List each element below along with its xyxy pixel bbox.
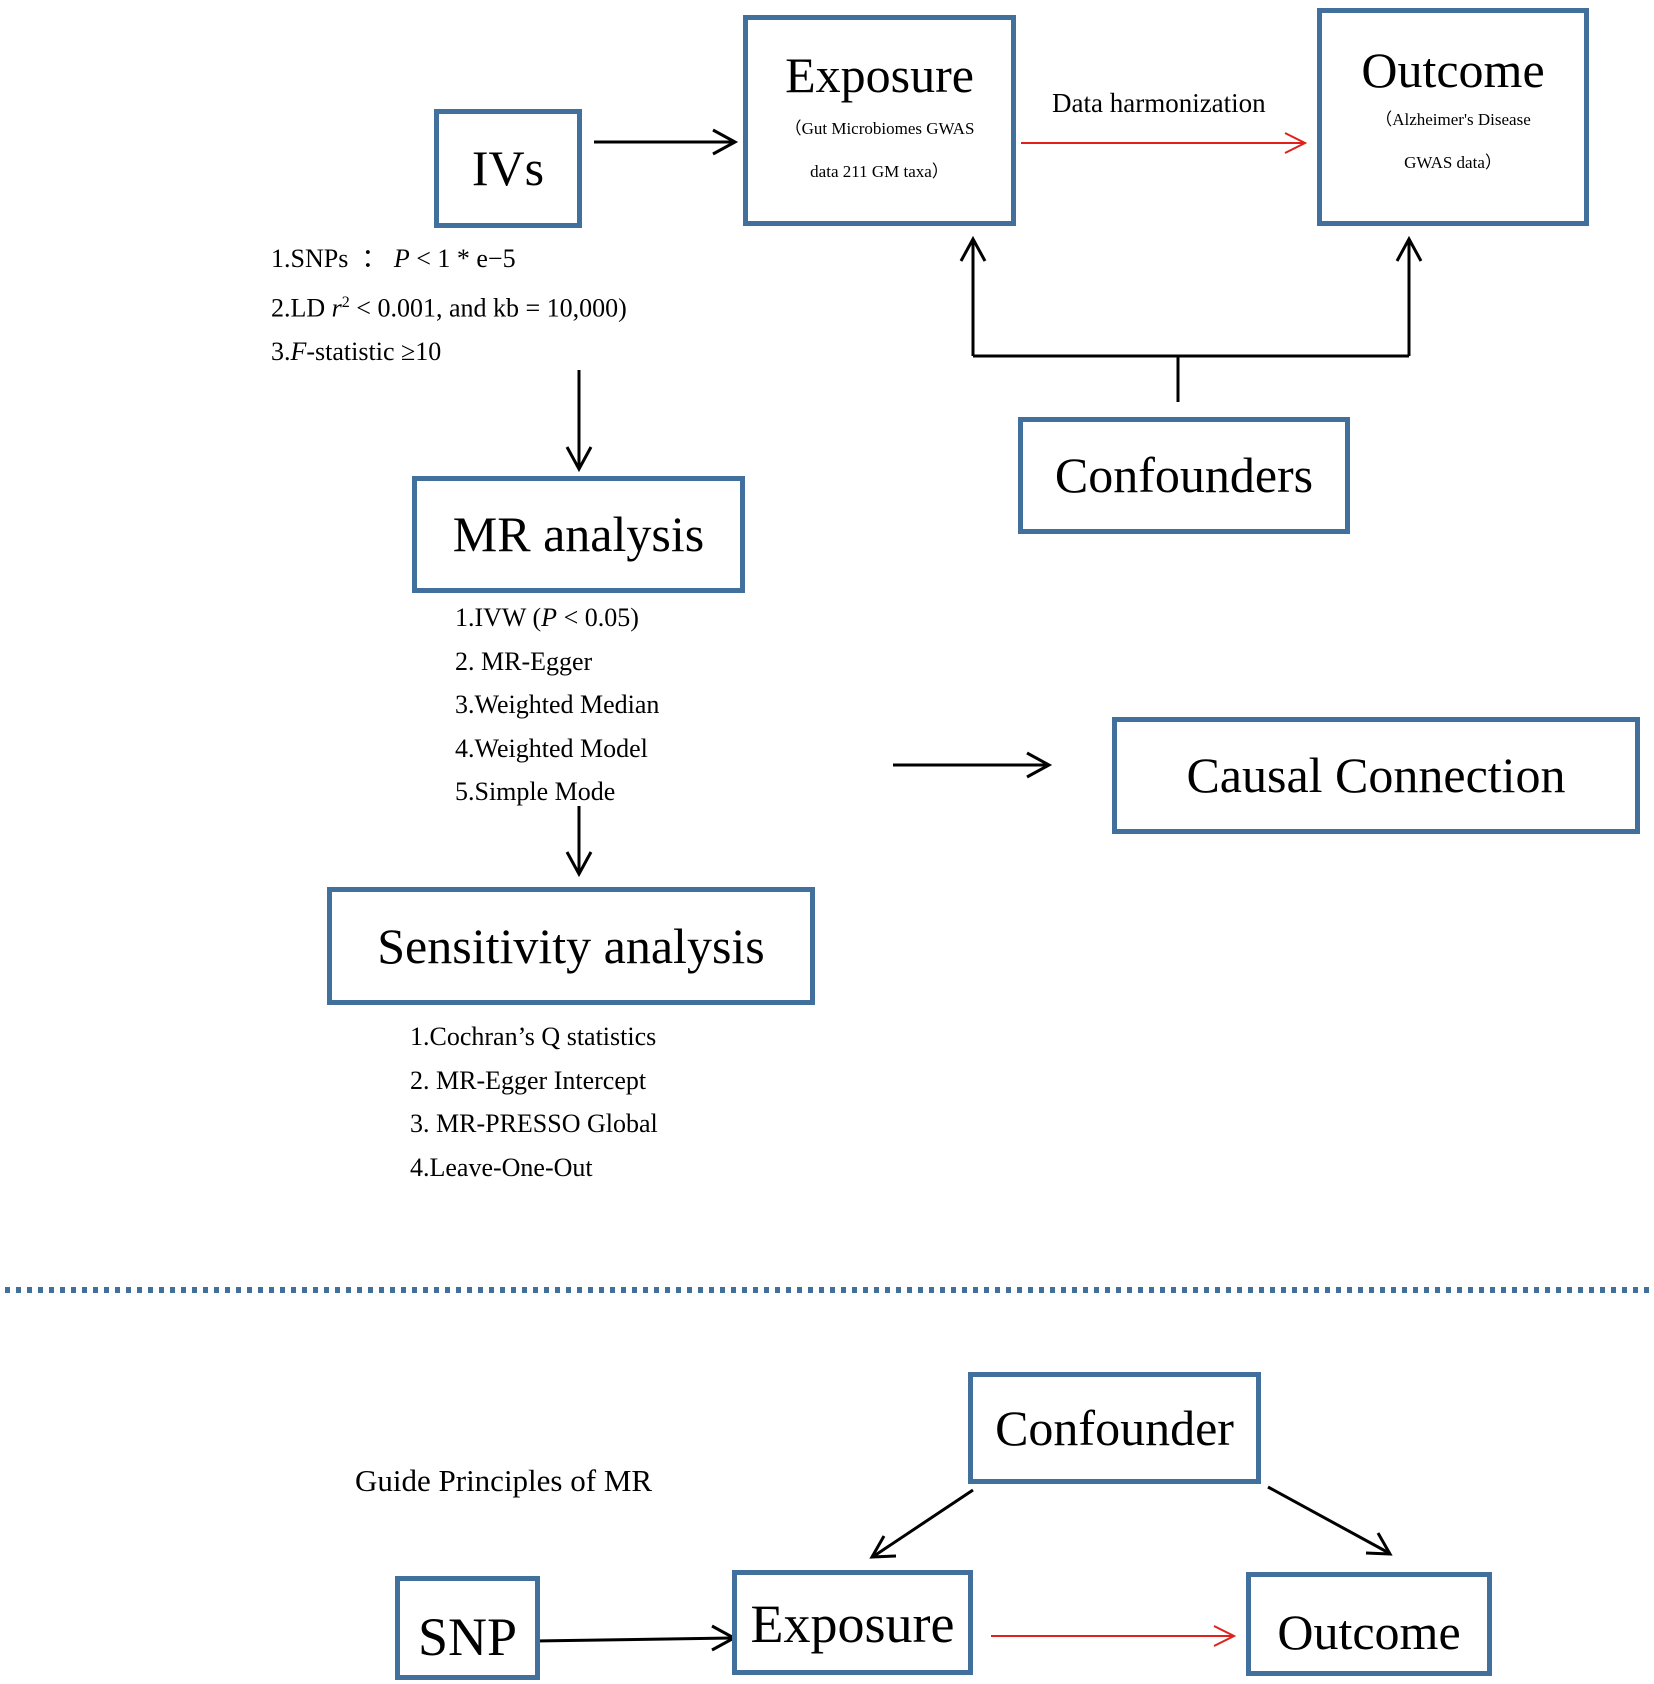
- confounders-box: Confounders: [1018, 417, 1350, 534]
- mr-analysis-box: MR analysis: [412, 476, 745, 593]
- ivs-title: IVs: [471, 140, 545, 196]
- arrow-bottom-exposure-to-outcome: [991, 1625, 1237, 1647]
- arrow-confounder-to-outcome: [1267, 1485, 1393, 1556]
- mr-method-1: 1.IVW (P < 0.05): [455, 603, 639, 632]
- arrow-ivs-to-mr-analysis: [565, 370, 593, 473]
- ivs-box: IVs: [434, 109, 582, 228]
- sensitivity-method-1: 1.Cochran’s Q statistics: [410, 1022, 657, 1051]
- exposure-subtitle-line2: data 211 GM taxa）: [810, 162, 949, 181]
- arrow-confounder-to-exposure: [869, 1488, 974, 1559]
- bottom-exposure-title: Exposure: [750, 1593, 955, 1654]
- confounders-title: Confounders: [1054, 447, 1314, 503]
- outcome-subtitle-line1: （Alzheimer's Disease: [1375, 110, 1531, 129]
- arrow-mr-to-causal: [893, 751, 1053, 779]
- sensitivity-analysis-box: Sensitivity analysis: [327, 887, 815, 1005]
- causal-connection-box: Causal Connection: [1112, 717, 1640, 834]
- sensitivity-method-3: 3. MR-PRESSO Global: [410, 1109, 658, 1138]
- guide-label-wrap: Guide Principles of MR: [355, 1458, 695, 1516]
- sensitivity-methods-list: 1.Cochran’s Q statistics 2. MR-Egger Int…: [410, 1015, 658, 1189]
- arrow-ivs-to-exposure: [594, 128, 739, 156]
- outcome-subtitle-line2: GWAS data）: [1404, 153, 1502, 172]
- exposure-title: Exposure: [785, 47, 974, 103]
- outcome-title: Outcome: [1361, 42, 1545, 98]
- exposure-subtitle-line1: （Gut Microbiomes GWAS: [784, 119, 975, 138]
- guide-principles-label: Guide Principles of MR: [355, 1463, 653, 1498]
- mr-method-5: 5.Simple Mode: [455, 777, 616, 806]
- ivs-criterion-1: 1.SNPs ： P < 1 * e−5: [271, 244, 516, 273]
- outcome-box: Outcome （Alzheimer's Disease GWAS data）: [1317, 8, 1589, 226]
- arrow-snp-to-exposure: [533, 1624, 738, 1652]
- bottom-exposure-box: Exposure: [732, 1570, 973, 1675]
- sensitivity-analysis-title: Sensitivity analysis: [377, 917, 765, 974]
- ivs-criterion-3: 3.F-statistic ≥10: [271, 336, 442, 366]
- snp-box: SNP: [395, 1576, 540, 1680]
- mr-method-4: 4.Weighted Model: [455, 733, 648, 763]
- harmonization-label: Data harmonization: [1052, 88, 1266, 118]
- arrow-mr-to-sensitivity: [565, 806, 593, 878]
- arrow-exposure-to-outcome-causal: [1021, 132, 1308, 154]
- mr-analysis-title: MR analysis: [452, 506, 705, 562]
- snp-title: SNP: [417, 1607, 518, 1668]
- causal-connection-title: Causal Connection: [1186, 747, 1566, 803]
- ivs-criterion-2: 2.LD r2 < 0.001, and kb = 10,000): [271, 293, 627, 323]
- sensitivity-method-4: 4.Leave-One-Out: [410, 1152, 593, 1182]
- mr-methods-list: 1.IVW (P < 0.05) 2. MR-Egger 3.Weighted …: [455, 596, 659, 814]
- mr-method-2: 2. MR-Egger: [455, 646, 593, 676]
- mr-method-3: 3.Weighted Median: [455, 690, 660, 719]
- confounder-box: Confounder: [968, 1372, 1261, 1484]
- confounder-title: Confounder: [995, 1399, 1234, 1456]
- exposure-box: Exposure （Gut Microbiomes GWAS data 211 …: [743, 15, 1016, 226]
- bottom-outcome-title: Outcome: [1277, 1603, 1461, 1660]
- bottom-outcome-box: Outcome: [1246, 1572, 1492, 1676]
- ivs-criteria-list: 1.SNPs ： P < 1 * e−5 2.LD r2 < 0.001, an…: [271, 237, 627, 373]
- sensitivity-method-2: 2. MR-Egger Intercept: [410, 1065, 647, 1095]
- confounders-connector: [959, 235, 1423, 402]
